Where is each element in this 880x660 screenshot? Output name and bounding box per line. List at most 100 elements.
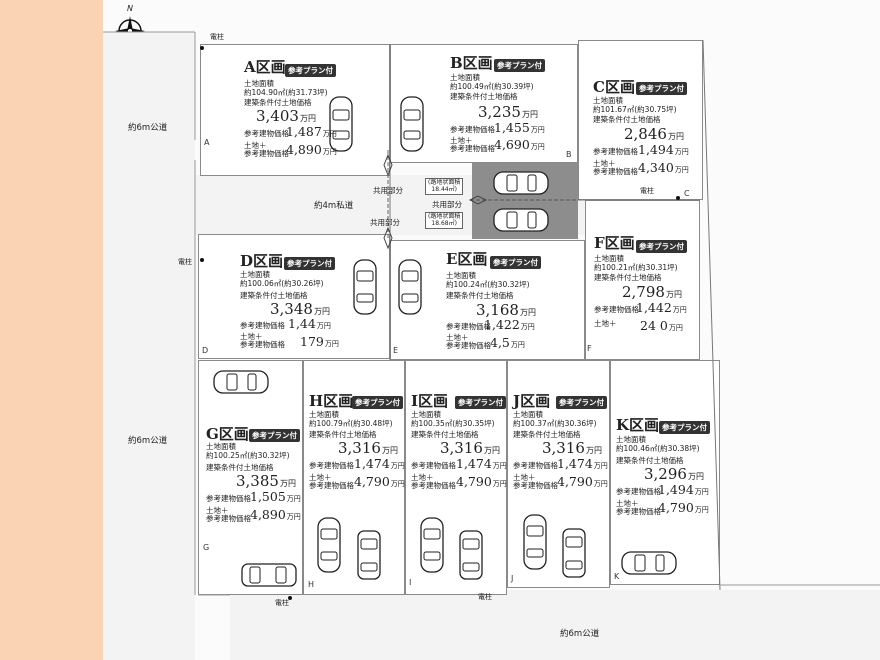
lot-e-title: E区画 xyxy=(446,250,488,268)
pole-marker xyxy=(200,46,204,50)
lot-d-build-price: 1,44万円 xyxy=(288,316,331,331)
lot-k-parcel xyxy=(610,360,720,585)
lot-f-build-price: 1,442万円 xyxy=(636,300,687,315)
lot-i-area: 約100.35㎡(約30.35坪) xyxy=(411,419,495,428)
lot-f-land-price: 2,798万円 xyxy=(622,283,682,301)
total-label: 土地＋参考建物価格 xyxy=(206,506,251,523)
lot-k-area: 約100.46㎡(約30.38坪) xyxy=(616,444,700,453)
total-label: 土地＋参考建物価格 xyxy=(513,473,558,490)
car-icon xyxy=(398,259,422,315)
shared-area-tag-1: (路地状面積 18.44㎡) xyxy=(425,178,464,196)
lot-h-title: H区画 xyxy=(309,392,354,410)
lot-i-total-price: 4,790万円 xyxy=(456,474,507,489)
ref-build-label: 参考建物価格 xyxy=(616,487,661,496)
lot-f-title: F区画 xyxy=(594,234,635,252)
ref-build-label: 参考建物価格 xyxy=(309,461,354,470)
compass-north-label: N xyxy=(127,4,133,13)
lot-j-title: J区画 xyxy=(513,392,551,410)
plan-badge: 参考プラン付 xyxy=(284,257,335,270)
car-icon xyxy=(400,96,424,152)
total-label: 土地＋参考建物価格 xyxy=(244,141,289,158)
land-area-label: 土地面積 xyxy=(450,73,480,82)
total-label: 土地＋参考建物価格 xyxy=(593,159,638,176)
corner-marker-h: H xyxy=(308,580,315,589)
lot-g-total-price: 4,890万円 xyxy=(250,507,301,522)
lot-h-total-price: 4,790万円 xyxy=(354,474,405,489)
land-price-label: 建築条件付土地価格 xyxy=(446,291,514,300)
total-label: 土地＋ xyxy=(594,319,617,328)
land-area-label: 土地面積 xyxy=(594,254,624,263)
lot-i-land-price: 3,316万円 xyxy=(440,439,500,457)
ref-build-label: 参考建物価格 xyxy=(244,129,289,138)
lot-b-land-price: 3,235万円 xyxy=(478,103,538,121)
car-icon xyxy=(317,517,341,573)
lot-f-parcel xyxy=(585,200,700,360)
lot-a-land-price: 3,403万円 xyxy=(256,107,316,125)
corner-marker-a: A xyxy=(204,138,210,147)
total-label: 土地＋参考建物価格 xyxy=(309,473,354,490)
land-price-label: 建築条件付土地価格 xyxy=(593,115,661,124)
plan-badge: 参考プラン付 xyxy=(490,256,541,269)
total-label: 土地＋参考建物価格 xyxy=(411,473,456,490)
lot-a-title: A区画 xyxy=(244,58,286,76)
shared-part-label-1: 共用部分 xyxy=(373,186,403,195)
shared-part-label-2: 共用部分 xyxy=(432,200,462,209)
plan-badge: 参考プラン付 xyxy=(636,82,687,95)
land-price-label: 建築条件付土地価格 xyxy=(616,456,684,465)
land-area-label: 土地面積 xyxy=(240,270,270,279)
land-area-label: 土地面積 xyxy=(244,79,274,88)
car-icon xyxy=(621,551,677,575)
utility-pole-label: 電柱 xyxy=(178,258,192,266)
land-area-label: 土地面積 xyxy=(593,96,623,105)
lot-g-land-price: 3,385万円 xyxy=(236,472,296,490)
corner-marker-k: K xyxy=(614,572,620,581)
ref-build-label: 参考建物価格 xyxy=(593,147,638,156)
car-icon xyxy=(213,370,269,394)
car-icon xyxy=(420,517,444,573)
plan-badge: 参考プラン付 xyxy=(455,396,506,409)
land-price-label: 建築条件付土地価格 xyxy=(411,430,479,439)
land-area-label: 土地面積 xyxy=(616,435,646,444)
total-label: 土地＋参考建物価格 xyxy=(446,333,491,350)
lot-b-area: 約100.49㎡(約30.39坪) xyxy=(450,82,534,91)
corner-marker-j: J xyxy=(511,574,514,583)
lot-c-build-price: 1,494万円 xyxy=(638,142,689,157)
lot-i-title: I区画 xyxy=(411,392,449,410)
corner-marker-f: F xyxy=(587,344,592,353)
lot-g-parcel xyxy=(198,360,303,595)
car-icon xyxy=(562,528,586,578)
west-road-label-bottom: 約6m公道 xyxy=(128,436,168,446)
lot-k-land-price: 3,296万円 xyxy=(644,465,704,483)
land-price-label: 建築条件付土地価格 xyxy=(244,98,312,107)
utility-pole-label: 電柱 xyxy=(640,187,654,195)
lot-k-total-price: 4,790万円 xyxy=(658,500,709,515)
ref-build-label: 参考建物価格 xyxy=(450,125,495,134)
west-road-label-top: 約6m公道 xyxy=(128,123,168,133)
land-price-label: 建築条件付土地価格 xyxy=(513,430,581,439)
ref-build-label: 参考建物価格 xyxy=(240,321,285,330)
car-icon xyxy=(241,563,297,587)
lot-c-area: 約101.67㎡(約30.75坪) xyxy=(593,105,677,114)
plan-badge: 参考プラン付 xyxy=(556,396,607,409)
lot-g-area: 約100.25㎡(約30.32坪) xyxy=(206,451,290,460)
plan-badge: 参考プラン付 xyxy=(659,421,710,434)
pole-marker xyxy=(676,196,680,200)
lot-d-title: D区画 xyxy=(240,252,284,270)
private-road-label: 約4m私道 xyxy=(314,201,354,211)
lot-f-area: 約100.21㎡(約30.31坪) xyxy=(594,263,678,272)
lot-e-parcel xyxy=(390,240,585,360)
corner-marker-e: E xyxy=(393,346,399,355)
lot-a-area: 約104.90㎡(約31.73坪) xyxy=(244,88,328,97)
land-area-label: 土地面積 xyxy=(446,271,476,280)
land-price-label: 建築条件付土地価格 xyxy=(450,92,518,101)
plan-badge: 参考プラン付 xyxy=(636,240,687,253)
lot-g-title: G区画 xyxy=(206,425,249,443)
corner-marker-i: I xyxy=(409,578,412,587)
pole-marker xyxy=(288,596,292,600)
lot-e-area: 約100.24㎡(約30.32坪) xyxy=(446,280,530,289)
utility-pole-label: 電柱 xyxy=(275,599,289,607)
plan-badge: 参考プラン付 xyxy=(352,396,403,409)
ref-build-label: 参考建物価格 xyxy=(594,305,639,314)
lot-h-land-price: 3,316万円 xyxy=(338,439,398,457)
lot-c-parcel xyxy=(578,40,703,200)
